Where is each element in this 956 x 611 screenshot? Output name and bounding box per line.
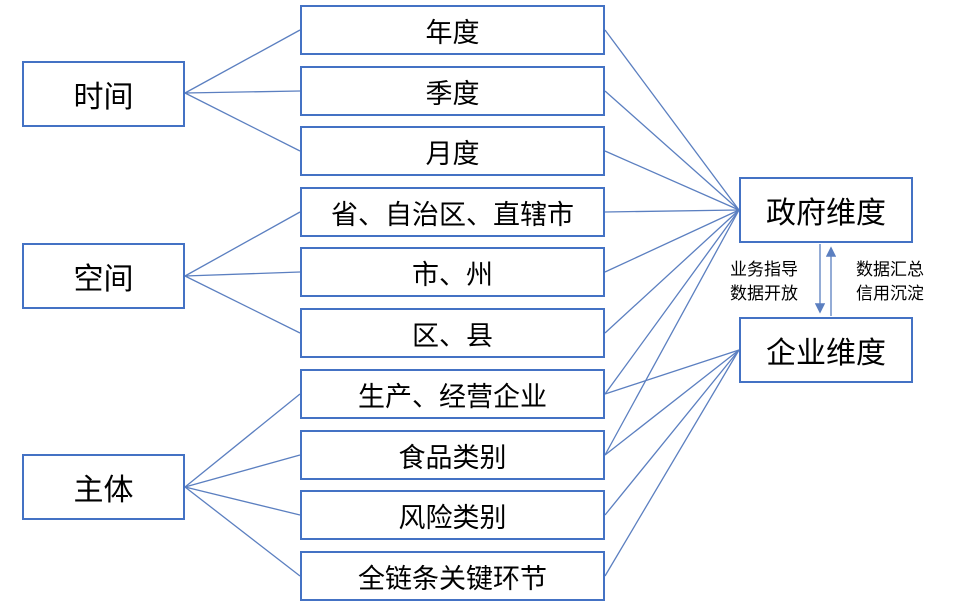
- dimension-government: 政府维度: [739, 177, 913, 243]
- connector-subject-chain: [184, 486, 301, 577]
- connector-subject-risk: [184, 486, 301, 516]
- category-subject: 主体: [22, 454, 185, 520]
- arrow-note-down-line1: 业务指导: [730, 260, 798, 280]
- connector-space-city: [184, 271, 301, 277]
- connector-gov-quarter: [604, 90, 740, 211]
- category-space: 空间: [22, 243, 185, 309]
- item-city: 市、州: [300, 247, 605, 297]
- item-month: 月度: [300, 126, 605, 176]
- connector-subject-food: [184, 454, 301, 488]
- connector-gov-province: [604, 209, 740, 213]
- item-enterprise: 生产、经营企业: [300, 369, 605, 419]
- dimension-enterprise: 企业维度: [739, 317, 913, 383]
- arrow-note-up-line2: 信用沉淀: [856, 284, 924, 304]
- connector-space-province: [184, 211, 301, 277]
- connector-gov-month: [604, 150, 740, 211]
- item-risk-category: 风险类别: [300, 490, 605, 540]
- item-quarter: 季度: [300, 66, 605, 116]
- item-year: 年度: [300, 5, 605, 55]
- connector-ent-risk: [604, 349, 740, 516]
- arrow-note-up: 数据汇总 信用沉淀: [856, 258, 924, 306]
- item-county: 区、县: [300, 308, 605, 358]
- connector-time-year: [184, 29, 301, 94]
- connector-time-quarter: [184, 90, 301, 94]
- connector-ent-enterprise: [604, 349, 740, 395]
- connector-ent-chain: [604, 349, 740, 577]
- arrow-note-down-line2: 数据开放: [730, 284, 798, 304]
- item-province: 省、自治区、直辖市: [300, 187, 605, 237]
- connector-space-county: [184, 275, 301, 334]
- category-time: 时间: [22, 61, 185, 127]
- connector-gov-city: [604, 209, 740, 273]
- item-food-category: 食品类别: [300, 430, 605, 480]
- connector-subject-enterprise: [184, 393, 301, 488]
- connector-ent-food: [604, 349, 740, 456]
- item-chain-key-link: 全链条关键环节: [300, 551, 605, 601]
- connector-gov-enterprise: [604, 209, 740, 395]
- connector-time-month: [184, 92, 301, 152]
- connector-gov-year: [604, 29, 740, 211]
- connector-gov-food: [604, 209, 740, 456]
- arrow-note-up-line1: 数据汇总: [856, 260, 924, 280]
- arrow-note-down: 业务指导 数据开放: [730, 258, 798, 306]
- connector-gov-county: [604, 209, 740, 334]
